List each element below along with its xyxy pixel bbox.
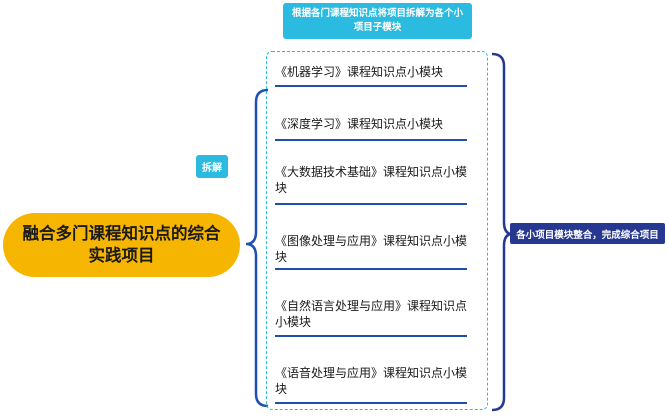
module-item-rule xyxy=(275,268,467,270)
module-item-dl: 《深度学习》课程知识点小模块 xyxy=(275,117,444,131)
module-item-image: 《图像处理与应用》课程知识点小模块 xyxy=(275,234,468,264)
main-topic-node: 融合多门课程知识点的综合实践项目 xyxy=(3,213,240,277)
module-item-rule xyxy=(275,203,467,205)
module-item-rule xyxy=(275,85,467,87)
module-item-rule xyxy=(275,139,467,141)
module-item-bigdata: 《大数据技术基础》课程知识点小模块 xyxy=(275,165,468,195)
modules-container xyxy=(266,51,488,410)
right-brace xyxy=(491,52,513,412)
left-brace xyxy=(245,88,269,408)
module-item-rule xyxy=(275,402,467,404)
module-item-rule xyxy=(275,335,467,337)
module-item-nlp: 《自然语言处理与应用》课程知识点小模块 xyxy=(275,299,468,329)
top-note-box: 根据各门课程知识点将项目拆解为各个小项目子模块 xyxy=(283,3,472,39)
split-label: 拆解 xyxy=(196,155,228,178)
module-item-ml: 《机器学习》课程知识点小模块 xyxy=(275,65,444,79)
module-item-speech: 《语音处理与应用》课程知识点小模块 xyxy=(275,366,468,396)
integrate-label: 各小项目模块整合，完成综合项目 xyxy=(510,223,665,244)
